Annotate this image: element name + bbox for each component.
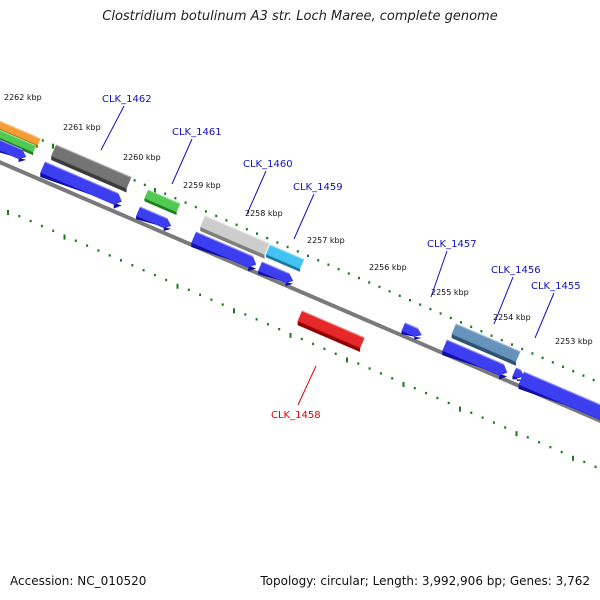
leader-line [100, 105, 125, 151]
cds-arrow [191, 231, 257, 272]
cds-arrow [40, 161, 122, 209]
map-title: Clostridium botulinum A3 str. Loch Maree… [102, 9, 498, 24]
leader-line [171, 138, 193, 185]
gene-label: CLK_1462 [102, 94, 152, 105]
gene-feature-clk1462 [51, 144, 132, 193]
cds-arrow [401, 322, 422, 340]
accession-text: Accession: NC_010520 [10, 574, 147, 588]
gene-label: CLK_1456 [491, 265, 541, 276]
leader-line [534, 292, 555, 339]
kbp-label: 2259 kbp [183, 181, 221, 190]
kbp-label: 2261 kbp [63, 123, 101, 132]
cds-arrow [0, 139, 27, 163]
cds-arrow [136, 206, 172, 232]
kbp-label: 2257 kbp [307, 236, 345, 245]
gene-feature-clk1456 [451, 323, 521, 366]
inner-tick-ruler [7, 210, 597, 469]
kbp-label: 2260 kbp [123, 153, 161, 162]
cds-arrow [518, 371, 600, 420]
leader-line [293, 193, 315, 240]
gene-feature-clk1460 [200, 215, 270, 259]
genome-backbone [0, 160, 600, 423]
leader-line [297, 365, 317, 406]
gene-label: CLK_1455 [531, 281, 581, 292]
cds-arrow [258, 261, 294, 287]
kbp-label: 2253 kbp [555, 337, 593, 346]
gene-labels: CLK_1462CLK_1461CLK_1460CLK_1459CLK_1457… [102, 94, 581, 421]
kbp-label: 2255 kbp [431, 288, 469, 297]
cds-arrow [442, 339, 508, 380]
gene-label: CLK_1460 [243, 159, 293, 170]
gene-feature-clk1461 [144, 189, 181, 216]
kbp-label: 2258 kbp [245, 209, 283, 218]
label-leader-lines [100, 105, 555, 406]
genome-summary-text: Topology: circular; Length: 3,992,906 bp… [260, 574, 590, 588]
gene-feature-green [0, 129, 37, 156]
feature-track [0, 120, 600, 420]
kbp-label: 2254 kbp [493, 313, 531, 322]
gene-label: CLK_1461 [172, 127, 222, 138]
gene-feature-clk1459 [266, 244, 305, 272]
kbp-label: 2262 kbp [4, 93, 42, 102]
kbp-label: 2256 kbp [369, 263, 407, 272]
gene-label: CLK_1458 [271, 410, 321, 421]
leader-line [493, 276, 514, 325]
gene-label: CLK_1457 [427, 239, 477, 250]
gene-label: CLK_1459 [293, 182, 343, 193]
gene-feature-clk1458 [297, 310, 365, 352]
leader-line [246, 170, 267, 215]
kbp-labels: 2262 kbp 2261 kbp 2260 kbp 2259 kbp 2258 kbp… [4, 93, 593, 346]
leader-line [430, 250, 448, 298]
